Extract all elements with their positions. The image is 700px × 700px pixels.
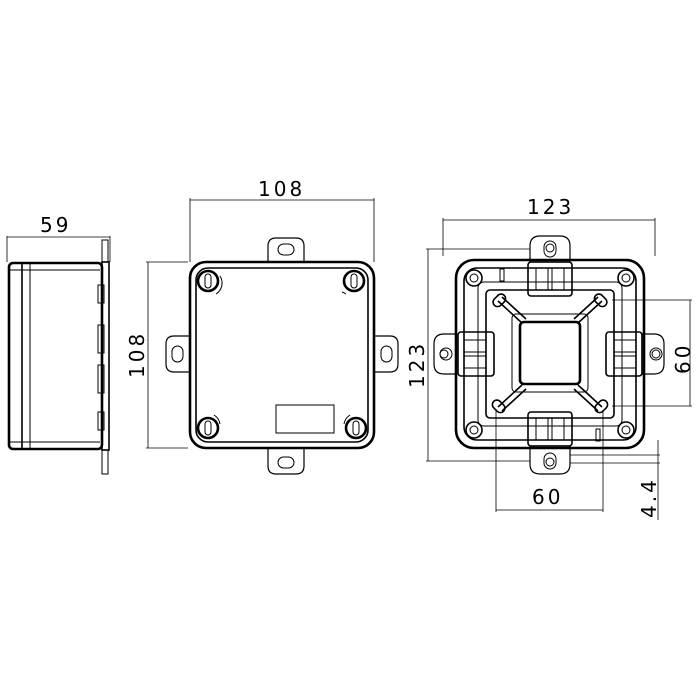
side-view: 59 [6,213,111,475]
front-width-label: 108 [258,177,305,201]
side-depth-label: 59 [40,213,71,237]
front-screw-br [343,414,368,440]
back-height-label: 123 [405,341,429,388]
front-screw-tr [341,269,366,295]
back-inner-vertical-label: 60 [671,343,695,374]
front-height-label: 108 [125,331,149,378]
back-offset-label: 4.4 [637,477,661,518]
front-view: 108 108 [125,177,399,475]
front-screw-tl [196,269,223,295]
back-width-label: 123 [527,195,574,219]
front-screw-bl [196,414,221,440]
back-view: 123 123 60 60 4.4 [405,195,695,520]
back-inner-horizontal-label: 60 [532,485,563,509]
